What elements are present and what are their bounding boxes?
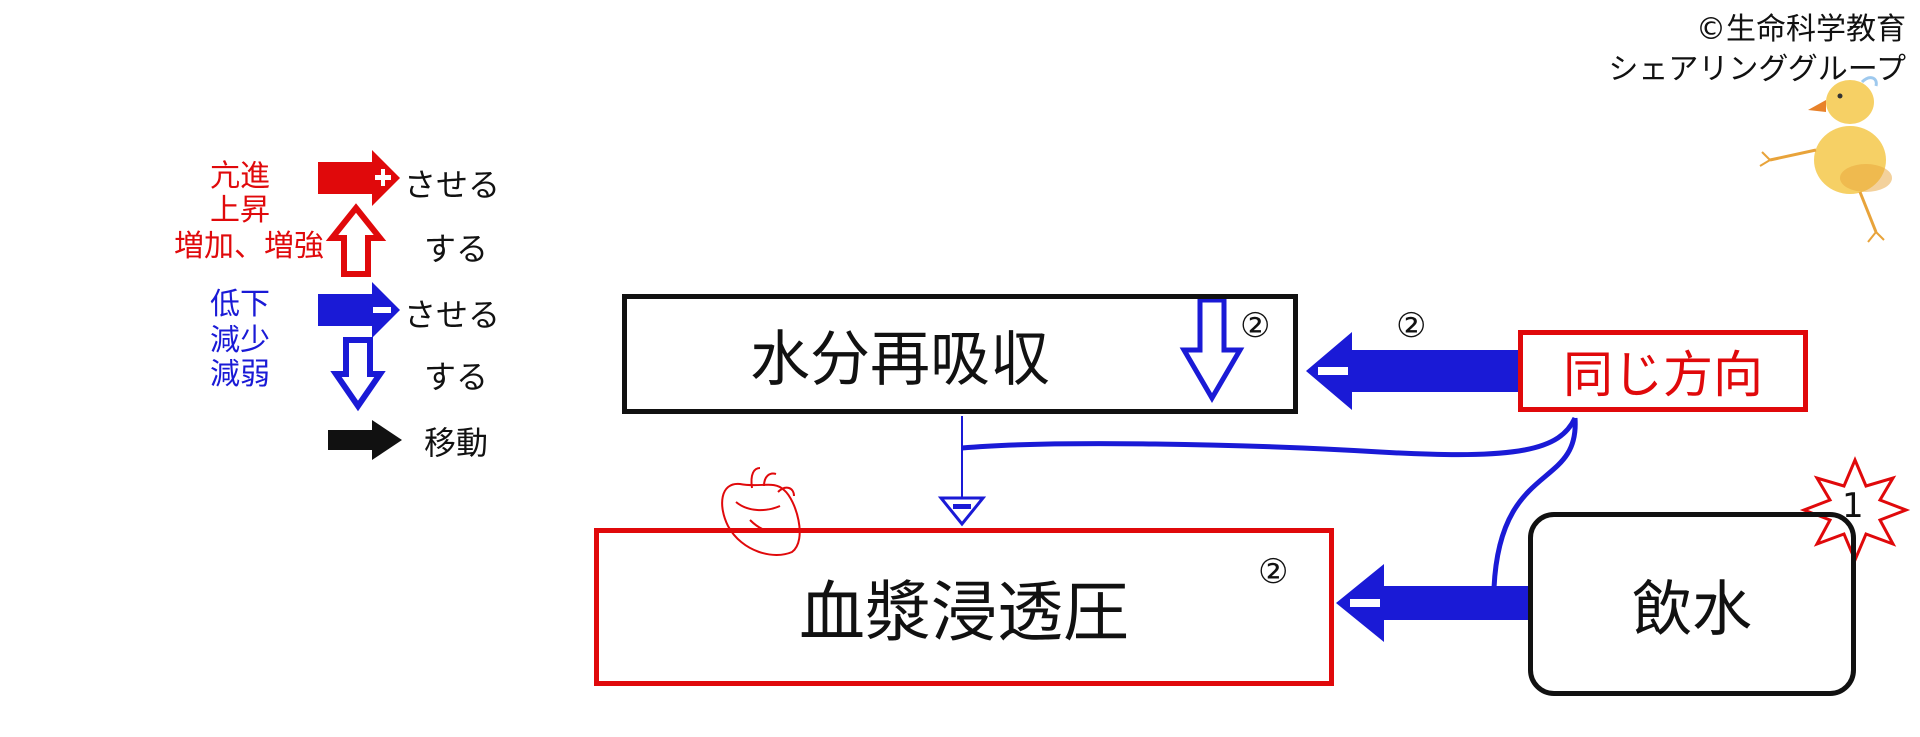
legend-increase-word-3: 増加、増強: [174, 229, 324, 264]
arrow-drinking-to-plasma: [1336, 564, 1528, 642]
line-reabsorption-to-plasma: [937, 416, 987, 527]
curve-same-direction: [961, 416, 1578, 458]
legend-decrease-do-arrow: [330, 337, 386, 412]
node-same-direction-label: 同じ方向: [1563, 346, 1763, 404]
legend-suffix-increase-cause: させる: [404, 166, 501, 204]
legend-suffix-decrease-do: する: [424, 358, 489, 396]
node-drinking: 飲水: [1528, 512, 1856, 696]
burst-number: 1: [1842, 486, 1864, 526]
curve-same-direction-to-drinking: [1491, 417, 1578, 589]
node-plasma-osmolality-label: 血漿浸透圧: [799, 574, 1129, 651]
node-drinking-label: 飲水: [1632, 574, 1752, 645]
credit-line-1: ©生命科学教育: [1696, 12, 1906, 47]
duck-illustration-icon: [1759, 76, 1892, 243]
node-reabsorption-label: 水分再吸収: [750, 324, 1050, 395]
step-marker-arrow-top: ②: [1396, 306, 1427, 346]
legend-decrease-cause-arrow: [318, 282, 400, 338]
legend-move-arrow: [328, 420, 402, 460]
legend-increase-word-1: 亢進: [210, 159, 270, 194]
step-marker-reabsorption: ②: [1240, 306, 1271, 346]
legend-decrease-word-2: 減少: [210, 323, 270, 358]
step-marker-plasma: ②: [1258, 552, 1289, 592]
reabsorption-decrease-arrow: [1179, 297, 1245, 403]
legend-increase-do-arrow: [325, 203, 387, 277]
node-plasma-osmolality: 血漿浸透圧: [594, 528, 1334, 686]
legend-move-label: 移動: [424, 424, 489, 462]
heart-icon: [721, 467, 801, 556]
legend-increase-cause-arrow: [318, 150, 400, 206]
legend-increase-word-2: 上昇: [210, 193, 270, 228]
node-same-direction: 同じ方向: [1518, 330, 1808, 412]
legend-suffix-decrease-cause: させる: [404, 296, 501, 334]
legend-suffix-increase-do: する: [424, 230, 489, 268]
arrow-same-direction-to-reabsorption: [1306, 332, 1520, 410]
legend-decrease-word-3: 減弱: [210, 357, 270, 392]
node-reabsorption: 水分再吸収: [622, 294, 1298, 414]
legend-decrease-word-1: 低下: [210, 287, 270, 322]
credit-line-2: シェアリンググループ: [1608, 52, 1906, 87]
